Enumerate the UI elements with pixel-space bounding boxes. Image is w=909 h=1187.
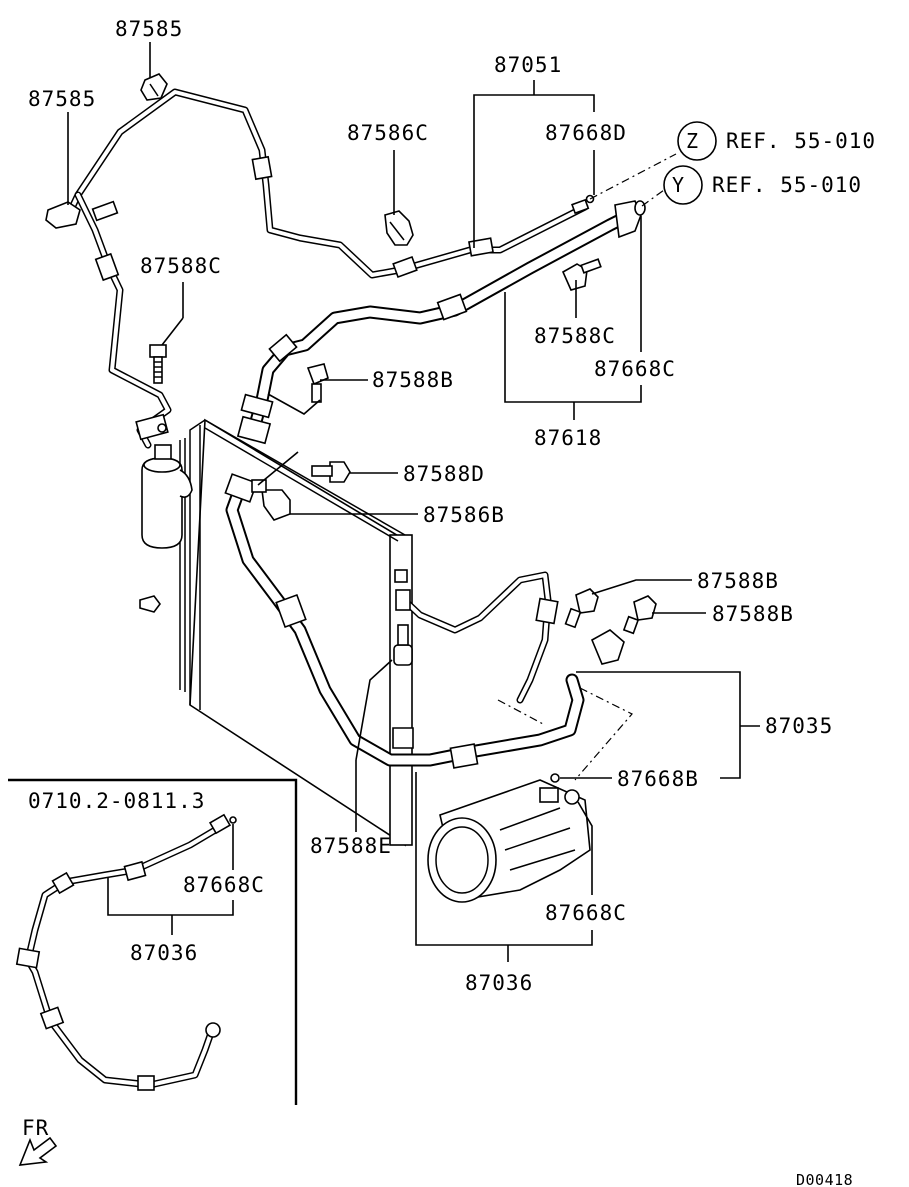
ref-line-z: [589, 153, 677, 200]
compressor: [427, 779, 591, 903]
ref-marker-y: [663, 165, 703, 205]
hose-end-87618: [240, 393, 274, 419]
condenser-outlet-block: [392, 727, 414, 749]
callout-87036-main: 87036: [465, 971, 533, 995]
receiver-drier: [141, 444, 193, 549]
bolt-87588b-mid1: [564, 588, 599, 629]
hose-joint-87618: [436, 293, 468, 321]
pipe-joint-left: [94, 252, 120, 282]
callout-87585-top: 87585: [115, 17, 183, 41]
callout-87588b-upper: 87588B: [372, 368, 454, 392]
bolt-87588b-mid2: [622, 595, 657, 635]
callout-87668b: 87668B: [617, 767, 699, 791]
callout-87036-inset: 87036: [130, 941, 198, 965]
ref-marker-z-label: Z: [686, 129, 699, 153]
pressure-switch-top: [140, 73, 168, 101]
clamp-87586c: [384, 210, 414, 246]
low-pressure-pipe: [66, 88, 589, 449]
callout-87588d: 87588D: [403, 462, 485, 486]
ref-z-text: REF. 55-010: [726, 129, 876, 153]
callout-87618: 87618: [534, 426, 602, 450]
front-direction-arrow-icon: [18, 1136, 58, 1166]
bolt-87588d: [311, 461, 351, 483]
leader-lines: [67, 42, 760, 962]
condenser-side-tank: [189, 419, 206, 705]
condenser-bracket: [139, 595, 161, 613]
callout-87668c-lower: 87668C: [545, 901, 627, 925]
discharge-hose-87035: [224, 473, 585, 769]
bolt-87588c-left: [149, 344, 167, 384]
callout-87586b: 87586B: [423, 503, 505, 527]
direction-label: FR: [22, 1116, 49, 1140]
pipe-joint-right: [468, 237, 494, 257]
inset-title: 0710.2-0811.3: [28, 789, 205, 813]
callout-87588c-right: 87588C: [534, 324, 616, 348]
callout-87668c-inset: 87668C: [183, 873, 265, 897]
bolt-87588c-right: [561, 258, 602, 291]
callout-87588b-mid1: 87588B: [697, 569, 779, 593]
callout-87668d: 87668D: [545, 121, 627, 145]
ref-marker-y-label: Y: [672, 173, 685, 197]
bolt-87588e: [393, 624, 413, 666]
callout-87585-left: 87585: [28, 87, 96, 111]
ref-line-y: [641, 189, 665, 207]
compressor-clutch: [427, 817, 497, 903]
ref-marker-z: [677, 121, 717, 161]
compressor-port-discharge: [564, 789, 580, 805]
callout-87051: 87051: [494, 53, 562, 77]
o-ring-87668c-upper: [634, 200, 646, 216]
callout-87035: 87035: [765, 714, 833, 738]
ref-y-text: REF. 55-010: [712, 173, 862, 197]
liquid-pipe: [394, 569, 559, 704]
o-ring-87668b: [550, 773, 560, 783]
callout-87588b-mid2: 87588B: [712, 602, 794, 626]
pipe-joint-middle: [392, 255, 418, 279]
pipe-fitting-drier: [135, 413, 169, 441]
callout-87586c: 87586C: [347, 121, 429, 145]
receiver-drier-head: [154, 444, 172, 460]
condenser-outlet-tank: [389, 534, 413, 846]
pipe-joint-upper: [251, 155, 273, 181]
inset-frame: [8, 778, 298, 1105]
compressor-port-suction: [539, 787, 559, 803]
diagram-id: D00418: [796, 1171, 853, 1187]
callout-87668c-right: 87668C: [594, 357, 676, 381]
clamp-87586b: [251, 479, 291, 521]
callout-87588e: 87588E: [310, 834, 392, 858]
callout-87588c-left: 87588C: [140, 254, 222, 278]
hose-joint-87035-a: [275, 593, 307, 629]
receiver-drier-bracket: [179, 469, 193, 498]
ref-lines-87035: [497, 687, 633, 781]
suction-hose-87618: [236, 194, 646, 445]
bolt-87588b-upper: [306, 363, 329, 403]
inset-panel: [8, 778, 298, 1105]
hose-joint-87035-b: [449, 743, 479, 769]
bracket-87035-fitting: [590, 629, 625, 665]
